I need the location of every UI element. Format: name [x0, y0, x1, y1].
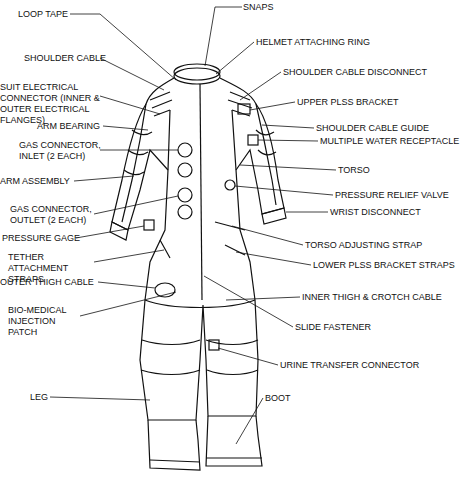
boot-outline: [148, 416, 262, 470]
arm-outline: [112, 104, 168, 230]
part-label: HELMET ATTACHING RING: [256, 37, 370, 48]
plss-bracket: [238, 104, 250, 114]
part-label: SNAPS: [243, 2, 274, 13]
leader-line: [70, 14, 176, 80]
part-label: PRESSURE RELIEF VALVE: [335, 190, 449, 201]
leader-line: [232, 226, 303, 245]
part-label: PRESSURE GAGE: [2, 233, 80, 244]
pressure-gage: [144, 220, 154, 230]
leader-line: [240, 165, 336, 170]
leader-line: [80, 292, 176, 316]
part-label: SLIDE FASTENER: [295, 322, 371, 333]
water-receptacle: [248, 135, 258, 145]
gas-connector: [178, 205, 192, 219]
helmet-ring: [174, 64, 220, 80]
leader-line: [50, 397, 150, 400]
leader-line: [258, 140, 318, 141]
part-label: BIO-MEDICAL INJECTION PATCH: [8, 305, 82, 338]
part-label: TORSO: [338, 165, 370, 176]
part-label: GAS CONNECTOR, OUTLET (2 EACH): [10, 204, 94, 226]
leader-line: [236, 252, 311, 265]
part-label: URINE TRANSFER CONNECTOR: [280, 360, 419, 371]
leader-line: [98, 282, 155, 288]
relief-valve: [225, 180, 235, 190]
leader-line: [94, 196, 178, 214]
part-label: OUTER THIGH CABLE: [0, 277, 94, 288]
part-label: INNER THIGH & CROTCH CABLE: [302, 292, 442, 303]
leader-line: [236, 398, 263, 444]
leader-line: [216, 42, 254, 74]
shoulder-cable: [150, 92, 252, 116]
arm-outline: [236, 104, 284, 214]
gas-connector: [178, 163, 192, 177]
part-label: SUIT ELECTRICAL CONNECTOR (INNER & OUTER…: [0, 82, 100, 126]
part-label: MULTIPLE WATER RECEPTACLE: [320, 136, 459, 147]
urine-connector: [209, 340, 219, 350]
leg-outline: [140, 300, 258, 420]
leader-line: [100, 96, 160, 114]
wrist-ring: [110, 208, 286, 240]
leader-line: [218, 348, 278, 365]
gas-connector: [178, 188, 192, 202]
leader-line: [204, 276, 293, 327]
part-label: LOWER PLSS BRACKET STRAPS: [313, 260, 455, 271]
slide-fastener: [200, 84, 202, 300]
part-label: SHOULDER CABLE DISCONNECT: [283, 67, 427, 78]
leader-line: [74, 176, 134, 181]
part-label: SHOULDER CABLE: [24, 53, 106, 64]
leader-line: [226, 297, 300, 300]
part-label: ARM ASSEMBLY: [0, 176, 70, 187]
part-label: LEG: [30, 392, 48, 403]
part-label: LOOP TAPE: [18, 9, 68, 20]
part-label: GAS CONNECTOR, INLET (2 EACH): [19, 140, 101, 162]
leader-line: [262, 125, 314, 128]
part-label: SHOULDER CABLE GUIDE: [316, 123, 429, 134]
leader-line: [94, 250, 164, 262]
part-label: BOOT: [265, 393, 291, 404]
leader-line: [100, 58, 164, 90]
part-label: UPPER PLSS BRACKET: [297, 97, 399, 108]
leader-line: [76, 226, 144, 238]
boot-sole: [150, 458, 262, 462]
leader-line: [103, 126, 148, 130]
strap: [160, 222, 245, 258]
hip-line: [145, 300, 255, 308]
part-label: ARM BEARING: [37, 121, 100, 132]
knee-convolute: [141, 340, 258, 375]
helmet-ring: [174, 68, 220, 84]
leader-line: [100, 150, 178, 151]
leader-line: [235, 186, 333, 195]
part-label: TORSO ADJUSTING STRAP: [305, 240, 422, 251]
gas-connector: [178, 143, 192, 157]
leader-line: [250, 102, 295, 110]
leader-line: [240, 72, 281, 100]
part-label: WRIST DISCONNECT: [330, 207, 421, 218]
leader-line: [286, 212, 328, 213]
